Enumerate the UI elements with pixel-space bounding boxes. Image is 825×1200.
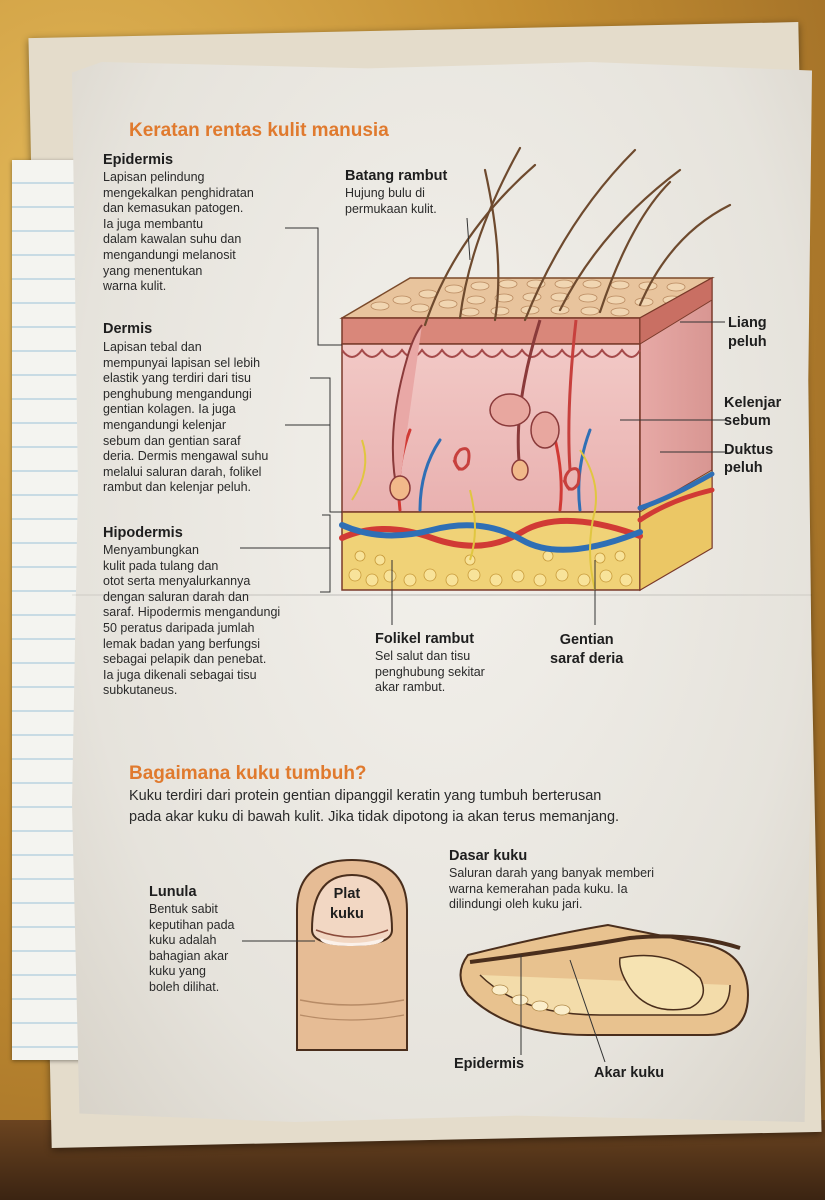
duktus-peluh-label: Duktus peluh — [724, 442, 774, 476]
paper-crease — [72, 594, 812, 596]
plat-kuku-label: Plat kuku — [330, 886, 364, 922]
sweat-gland — [452, 319, 581, 492]
fat-globules — [348, 550, 633, 587]
hair-shafts — [423, 146, 732, 327]
leader-lines-left — [240, 227, 596, 625]
nail-cross-section — [459, 923, 750, 1063]
batang-rambut-label: Batang rambut — [345, 168, 448, 184]
hipodermis-label: Hipodermis — [103, 525, 183, 541]
folikel-rambut-label: Folikel rambut — [375, 631, 475, 647]
dermis-label: Dermis — [103, 321, 153, 337]
lunula-label: Lunula — [149, 884, 197, 900]
nerve-fibres — [351, 439, 597, 591]
finger-illustration — [242, 858, 408, 1051]
lunula-description: Bentuk sabit keputihan pada kuku adalah … — [149, 902, 235, 994]
folikel-rambut-description: Sel salut dan tisu penghubung sekitar ak… — [375, 649, 485, 695]
sebaceous-gland — [489, 393, 560, 449]
dermis-description: Lapisan tebal dan mempunyai lapisan sel … — [103, 340, 269, 495]
gentian-saraf-label: Gentian saraf deria — [550, 632, 624, 667]
epidermis-label: Epidermis — [103, 152, 174, 168]
epidermis-description: Lapisan pelindung mengekalkan penghidrat… — [103, 170, 254, 294]
epidermis-layer — [341, 317, 641, 345]
kelenjar-sebum-label: Kelenjar sebum — [724, 395, 782, 429]
dasar-kuku-description: Saluran darah yang banyak memberi warna … — [449, 866, 654, 912]
leader-lines-right — [466, 217, 725, 453]
hipodermis-description: Menyambungkan kulit pada tulang dan otot… — [103, 543, 281, 698]
dasar-kuku-label: Dasar kuku — [449, 848, 528, 864]
nail-intro-text: Kuku terdiri dari protein gentian dipang… — [129, 788, 620, 825]
skin-section-title: Keratan rentas kulit manusia — [129, 120, 389, 141]
nail-epidermis-label: Epidermis — [454, 1056, 525, 1072]
hair-follicle — [389, 319, 542, 501]
nail-section-title: Bagaimana kuku tumbuh? — [129, 763, 367, 784]
skin-surface — [339, 277, 715, 319]
akar-kuku-label: Akar kuku — [594, 1065, 665, 1081]
batang-rambut-description: Hujung bulu di permukaan kulit. — [345, 186, 437, 216]
liang-peluh-label: Liang peluh — [728, 315, 767, 350]
